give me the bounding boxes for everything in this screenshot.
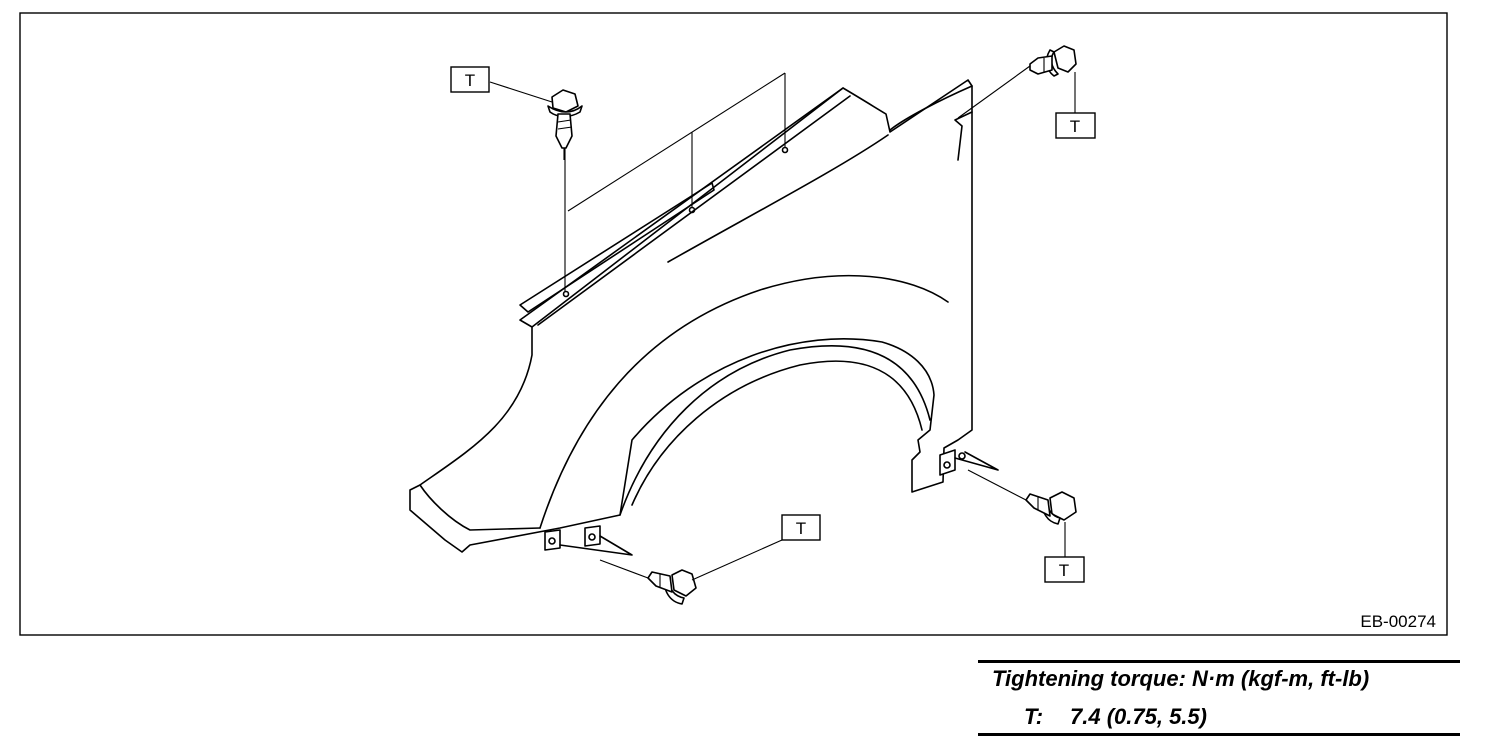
hole-guide-lines <box>564 72 786 292</box>
torque-value: 7.4 (0.75, 5.5) <box>1070 704 1207 729</box>
torque-callout-bottom-front: T <box>691 514 821 581</box>
callout-label: T <box>1070 117 1080 136</box>
callout-label: T <box>796 519 806 538</box>
torque-table: Tightening torque: N·m (kgf-m, ft-lb) T:… <box>978 660 1460 738</box>
bolt-guide-lines <box>563 65 1031 579</box>
bolt-icon <box>1025 491 1077 525</box>
bolt-icon <box>1029 45 1077 77</box>
table-top-rule <box>978 660 1460 663</box>
callout-label: T <box>465 71 475 90</box>
front-fender <box>409 79 999 556</box>
torque-callout-bottom-rear: T <box>1044 522 1085 583</box>
torque-heading: Tightening torque: N·m (kgf-m, ft-lb) <box>992 666 1370 691</box>
table-bottom-rule <box>978 733 1460 736</box>
figure-code: EB-00274 <box>1360 612 1436 631</box>
torque-callout-top-right: T <box>1055 72 1096 139</box>
bolt-icon <box>547 89 583 149</box>
torque-callout-top-left: T <box>450 66 553 103</box>
callout-label: T <box>1059 561 1069 580</box>
torque-key: T: <box>1024 704 1044 729</box>
diagram-frame <box>19 12 1448 636</box>
bolt-icon <box>647 569 697 605</box>
